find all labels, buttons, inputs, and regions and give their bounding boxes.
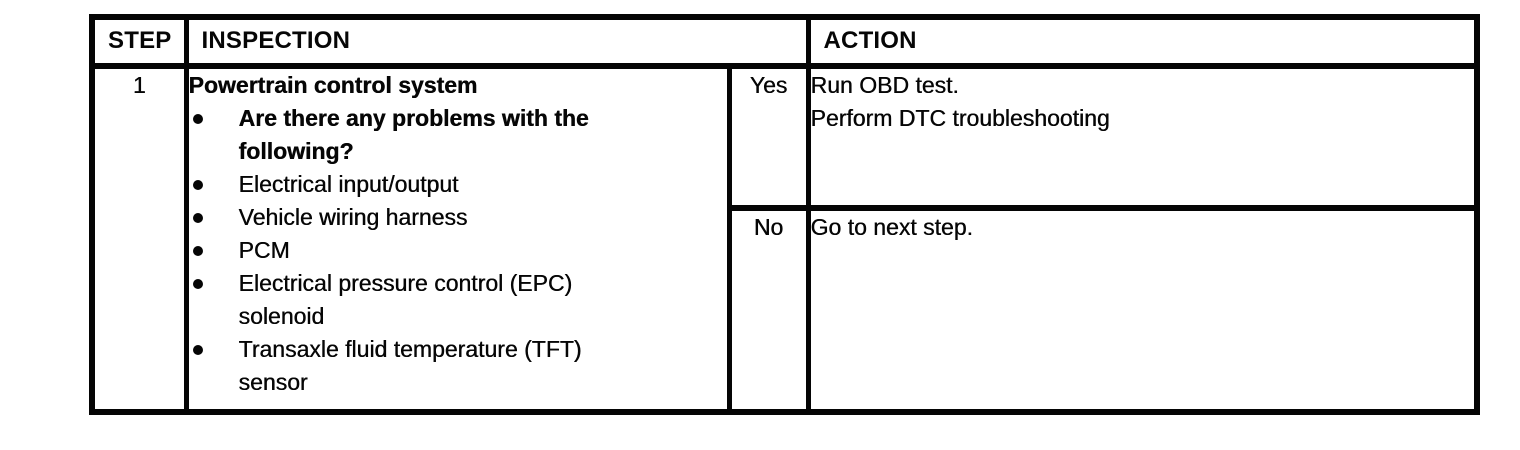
bullet-item: Are there any problems with the followin… xyxy=(191,102,724,168)
table-row-yes-branch: 1 Powertrain control system Are there an… xyxy=(89,63,1480,415)
action-line: Go to next step. xyxy=(810,214,973,240)
bullet-item: Vehicle wiring harness xyxy=(191,201,724,234)
bullet-item: Electrical pressure control (EPC) soleno… xyxy=(191,267,724,333)
action-cell-yes: Run OBD test. Perform DTC troubleshootin… xyxy=(805,63,1480,211)
bullet-icon xyxy=(192,180,203,190)
inspection-title: Powertrain control system xyxy=(188,72,478,98)
branch-label-no: No xyxy=(726,205,811,415)
bullet-text: Electrical input/output xyxy=(238,171,459,197)
bullet-icon xyxy=(192,345,203,355)
inspection-bullet-list: Are there any problems with the followin… xyxy=(191,102,724,399)
bullet-text: Electrical pressure control (EPC) soleno… xyxy=(238,270,573,329)
bullet-icon xyxy=(192,246,203,256)
action-cell-no: Go to next step. xyxy=(805,205,1480,415)
table-header-row: STEP INSPECTION ACTION xyxy=(89,14,1480,69)
bullet-item: PCM xyxy=(191,234,724,267)
bullet-item: Transaxle fluid temperature (TFT) sensor xyxy=(191,333,724,399)
inspection-cell: Powertrain control system Are there any … xyxy=(183,63,732,415)
branch-label-yes: Yes xyxy=(726,63,811,211)
bullet-item: Electrical input/output xyxy=(191,168,724,201)
step-number: 1 xyxy=(89,63,189,415)
bullet-text: Transaxle fluid temperature (TFT) sensor xyxy=(238,336,582,395)
bullet-icon xyxy=(192,213,203,223)
bullet-icon xyxy=(192,279,203,289)
bullet-icon xyxy=(192,114,203,124)
column-header-inspection: INSPECTION xyxy=(183,14,811,69)
column-header-step: STEP xyxy=(89,14,189,69)
bullet-text: PCM xyxy=(238,237,290,263)
table-row-no-branch: No Go to next step. xyxy=(92,205,1480,415)
bullet-text: Are there any problems with the followin… xyxy=(238,105,589,164)
column-header-action: ACTION xyxy=(805,14,1480,69)
action-line: Run OBD test. xyxy=(810,72,959,98)
action-line: Perform DTC troubleshooting xyxy=(810,105,1110,131)
troubleshooting-table: STEP INSPECTION ACTION 1 Powertrain cont… xyxy=(89,14,1480,415)
bullet-text: Vehicle wiring harness xyxy=(238,204,468,230)
